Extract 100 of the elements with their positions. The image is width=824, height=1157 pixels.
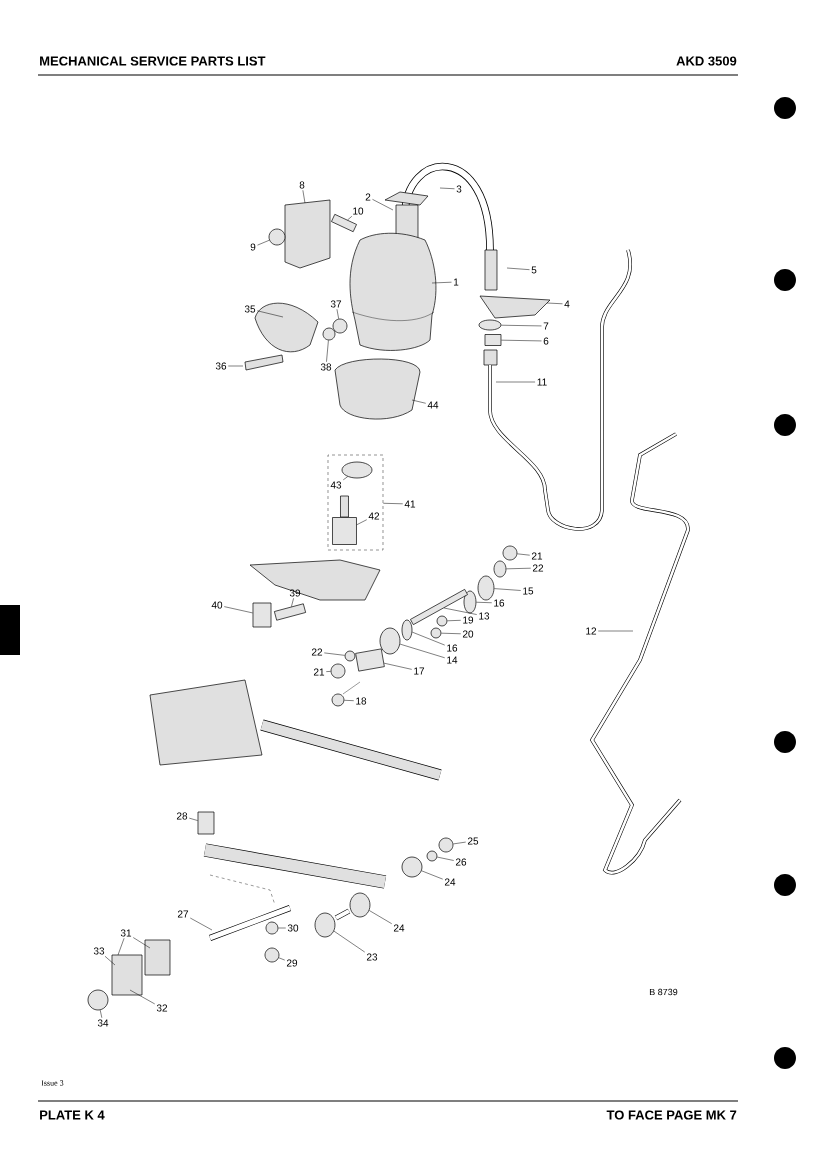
callout-number: 8 — [299, 181, 305, 189]
leader-line — [437, 856, 454, 861]
part-ring — [438, 837, 454, 853]
leader-line — [117, 938, 125, 956]
issue-note: Issue 3 — [41, 1080, 64, 1086]
leader-line — [598, 630, 634, 632]
leader-line — [343, 476, 348, 481]
callout-number: 9 — [250, 243, 256, 251]
callout-number: 42 — [368, 512, 380, 520]
callout-number: 33 — [93, 947, 105, 955]
leader-line — [326, 340, 329, 362]
part-block — [484, 334, 502, 346]
leader-line — [333, 930, 365, 953]
callout-number: 21 — [313, 668, 325, 676]
callout-number: 24 — [444, 878, 456, 886]
callout-number: 4 — [564, 300, 570, 308]
part-block — [332, 517, 357, 545]
leader-line — [302, 190, 306, 204]
callout-number: 36 — [215, 362, 227, 370]
callout-number: 35 — [244, 305, 256, 313]
callout-number: 2 — [365, 193, 371, 201]
leader-line — [453, 841, 466, 845]
callout-number: 27 — [177, 910, 189, 918]
page-reference: TO FACE PAGE MK 7 — [606, 1110, 737, 1120]
leader-line — [495, 381, 536, 383]
leader-line — [369, 910, 392, 924]
callout-number: 14 — [447, 656, 458, 664]
leader-line — [278, 957, 285, 961]
part-ring — [264, 947, 280, 963]
part-block — [197, 811, 215, 835]
leader-line — [412, 631, 445, 646]
callout-number: 13 — [479, 612, 490, 620]
callout-number: 24 — [393, 924, 405, 932]
part-ring — [332, 318, 348, 334]
leader-line — [257, 310, 284, 318]
callout-number: 32 — [156, 1004, 168, 1012]
callout-number: 12 — [586, 627, 597, 635]
part-ring — [344, 650, 356, 662]
callout-number: 31 — [120, 929, 132, 937]
leader-line — [399, 643, 445, 659]
dashed-frame — [327, 454, 384, 551]
part-bush — [463, 590, 477, 614]
callout-number: 22 — [311, 648, 323, 656]
callout-number: 16 — [447, 644, 458, 652]
part-ring — [426, 850, 438, 862]
part-bush — [401, 619, 413, 641]
leader-line — [501, 339, 542, 342]
leader-line — [291, 598, 294, 607]
part-ring — [430, 627, 442, 639]
leader-line — [421, 870, 443, 880]
callout-number: 39 — [289, 589, 301, 597]
leader-line — [224, 606, 253, 614]
callout-number: 22 — [532, 564, 544, 572]
leader-line — [447, 620, 461, 622]
leader-line — [517, 553, 530, 556]
leader-line — [324, 652, 345, 656]
callout-number: 11 — [537, 378, 547, 386]
leader-line — [443, 607, 477, 615]
callout-number: 34 — [97, 1019, 109, 1027]
leader-line — [439, 187, 455, 189]
callout-number: 37 — [330, 300, 342, 308]
callout-number: 10 — [353, 207, 364, 215]
leader-line — [336, 309, 339, 320]
leader-line — [506, 567, 531, 570]
callout-number: 18 — [356, 697, 367, 705]
leader-line — [190, 917, 213, 931]
leader-line — [99, 1009, 103, 1018]
callout-number: 41 — [404, 500, 416, 508]
callout-number: 23 — [366, 953, 378, 961]
callout-number: 29 — [286, 959, 298, 967]
callout-number: 40 — [211, 601, 223, 609]
part-bush — [493, 560, 507, 578]
leader-line — [326, 671, 331, 672]
part-ring — [401, 856, 423, 878]
part-bush — [478, 319, 502, 331]
leader-line — [506, 267, 530, 270]
part-ring — [502, 545, 518, 561]
leader-line — [546, 302, 563, 305]
part-block — [252, 602, 272, 628]
leader-line — [383, 503, 403, 505]
part-ring — [436, 615, 448, 627]
leader-line — [476, 602, 492, 603]
callout-number: 5 — [531, 266, 537, 274]
drawing-number: B 8739 — [649, 988, 678, 996]
part-block — [274, 603, 306, 621]
leader-line — [356, 519, 367, 525]
part-bush — [314, 912, 336, 938]
callout-number: 17 — [414, 667, 425, 675]
header-title: MECHANICAL SERVICE PARTS LIST — [40, 56, 266, 66]
leader-line — [372, 199, 394, 211]
leader-line — [501, 324, 542, 327]
leader-line — [383, 662, 412, 670]
callout-number: 19 — [463, 616, 474, 624]
leader-line — [494, 588, 521, 591]
leader-line — [411, 399, 426, 404]
leader-line — [228, 365, 244, 367]
part-block — [331, 213, 357, 233]
plate-number: PLATE K 4 — [40, 1110, 105, 1120]
leader-line — [129, 989, 155, 1005]
callout-number: 44 — [427, 401, 439, 409]
